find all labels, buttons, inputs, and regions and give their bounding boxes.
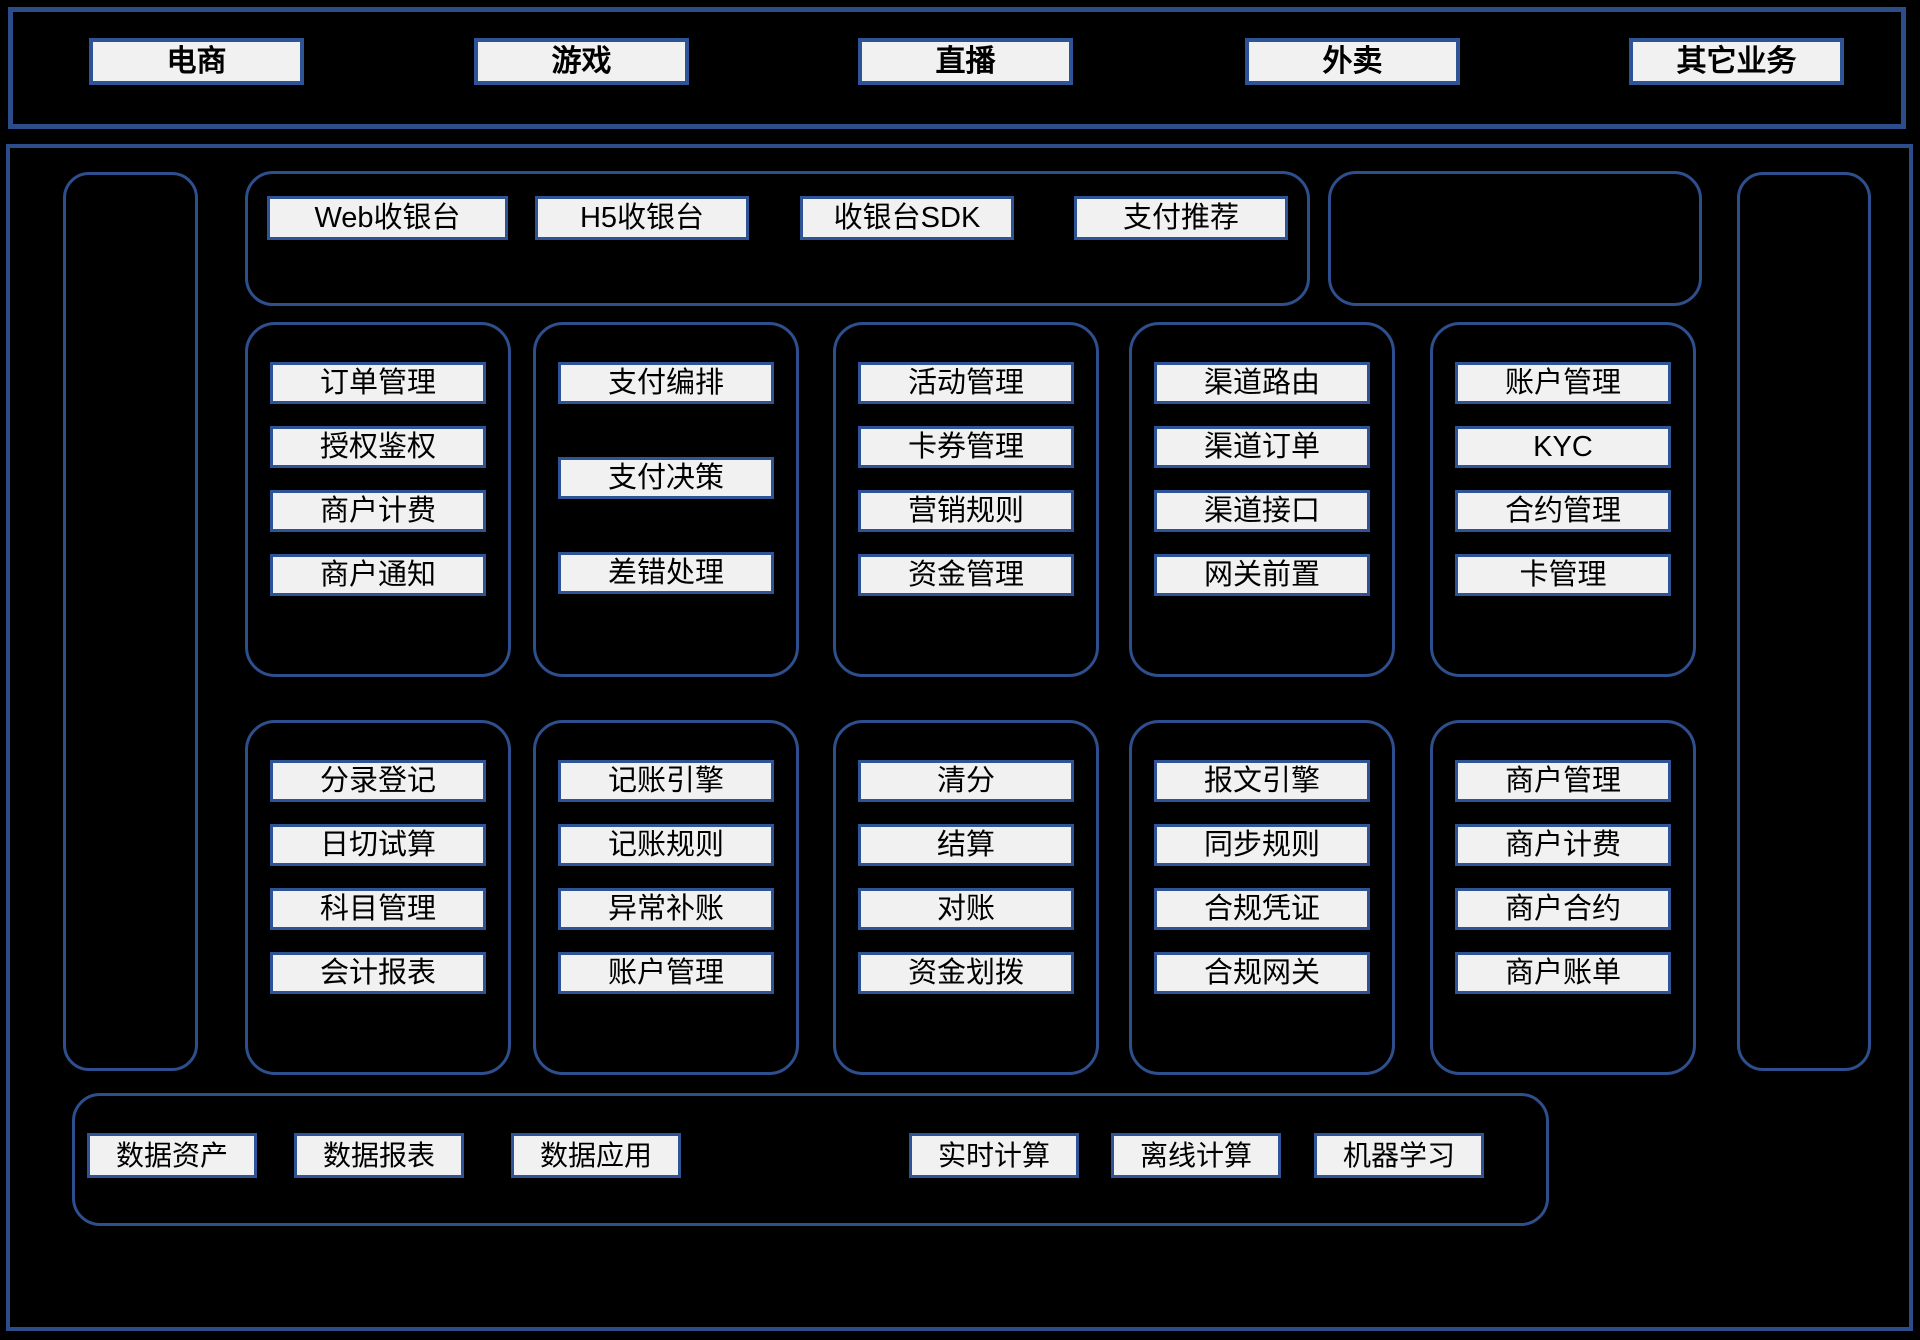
service-item: 渠道路由: [1154, 362, 1370, 404]
data-platform-bar: 数据资产 数据报表 数据应用 实时计算 离线计算 机器学习: [72, 1093, 1549, 1226]
product-item: H5收银台: [535, 196, 749, 240]
service-item: 授权鉴权: [270, 426, 486, 468]
service-item: 资金划拨: [858, 952, 1074, 994]
service-item: 渠道订单: [1154, 426, 1370, 468]
business-layer-bar: 电商 游戏 直播 外卖 其它业务: [8, 7, 1906, 129]
service-item: 商户合约: [1455, 888, 1671, 930]
service-item: 资金管理: [858, 554, 1074, 596]
service-item: 商户计费: [270, 490, 486, 532]
service-item: 支付决策: [558, 457, 774, 499]
service-group-account: 账户管理 KYC 合约管理 卡管理: [1430, 322, 1696, 677]
data-item: 离线计算: [1111, 1133, 1281, 1178]
service-group-merchant: 商户管理 商户计费 商户合约 商户账单: [1430, 720, 1696, 1075]
service-item: 清分: [858, 760, 1074, 802]
service-item: 会计报表: [270, 952, 486, 994]
payment-products-panel: Web收银台 H5收银台 收银台SDK 支付推荐: [245, 171, 1310, 306]
service-item: 差错处理: [558, 552, 774, 594]
empty-panel: [1328, 171, 1702, 306]
service-item: 报文引擎: [1154, 760, 1370, 802]
product-item: 支付推荐: [1074, 196, 1288, 240]
service-group-compliance: 报文引擎 同步规则 合规凭证 合规网关: [1129, 720, 1395, 1075]
service-item: 商户账单: [1455, 952, 1671, 994]
product-item: 收银台SDK: [800, 196, 1014, 240]
service-item: 商户管理: [1455, 760, 1671, 802]
business-item: 其它业务: [1629, 38, 1844, 85]
product-item: Web收银台: [267, 196, 508, 240]
service-item: 异常补账: [558, 888, 774, 930]
service-group-bookkeeping: 记账引擎 记账规则 异常补账 账户管理: [533, 720, 799, 1075]
service-group-marketing: 活动管理 卡券管理 营销规则 资金管理: [833, 322, 1099, 677]
service-item: 账户管理: [558, 952, 774, 994]
data-item: 数据报表: [294, 1133, 464, 1178]
data-item: 数据资产: [87, 1133, 257, 1178]
service-item: 合规网关: [1154, 952, 1370, 994]
service-item: 网关前置: [1154, 554, 1370, 596]
service-item: 分录登记: [270, 760, 486, 802]
service-item: 卡券管理: [858, 426, 1074, 468]
service-item: 记账引擎: [558, 760, 774, 802]
service-group-channel: 渠道路由 渠道订单 渠道接口 网关前置: [1129, 322, 1395, 677]
service-item: 渠道接口: [1154, 490, 1370, 532]
business-item: 外卖: [1245, 38, 1460, 85]
service-item: 账户管理: [1455, 362, 1671, 404]
business-item: 直播: [858, 38, 1073, 85]
data-item: 机器学习: [1314, 1133, 1484, 1178]
service-item: 同步规则: [1154, 824, 1370, 866]
service-item: 活动管理: [858, 362, 1074, 404]
service-item: 对账: [858, 888, 1074, 930]
service-group-trade: 订单管理 授权鉴权 商户计费 商户通知: [245, 322, 511, 677]
service-item: 结算: [858, 824, 1074, 866]
data-item: 数据应用: [511, 1133, 681, 1178]
business-item: 游戏: [474, 38, 689, 85]
service-item: 记账规则: [558, 824, 774, 866]
service-item: 营销规则: [858, 490, 1074, 532]
service-group-settlement: 清分 结算 对账 资金划拨: [833, 720, 1099, 1075]
service-item: 商户通知: [270, 554, 486, 596]
left-rail: [63, 172, 198, 1071]
platform-panel: Web收银台 H5收银台 收银台SDK 支付推荐 订单管理 授权鉴权 商户计费 …: [6, 144, 1913, 1331]
right-rail: [1737, 172, 1871, 1071]
service-group-accounting: 分录登记 日切试算 科目管理 会计报表: [245, 720, 511, 1075]
service-item: 合规凭证: [1154, 888, 1370, 930]
business-item: 电商: [89, 38, 304, 85]
service-item: 商户计费: [1455, 824, 1671, 866]
service-item: 卡管理: [1455, 554, 1671, 596]
service-item: KYC: [1455, 426, 1671, 468]
service-item: 日切试算: [270, 824, 486, 866]
service-item: 科目管理: [270, 888, 486, 930]
data-item: 实时计算: [909, 1133, 1079, 1178]
service-item: 支付编排: [558, 362, 774, 404]
service-item: 订单管理: [270, 362, 486, 404]
service-group-payment: 支付编排 支付决策 差错处理: [533, 322, 799, 677]
service-item: 合约管理: [1455, 490, 1671, 532]
